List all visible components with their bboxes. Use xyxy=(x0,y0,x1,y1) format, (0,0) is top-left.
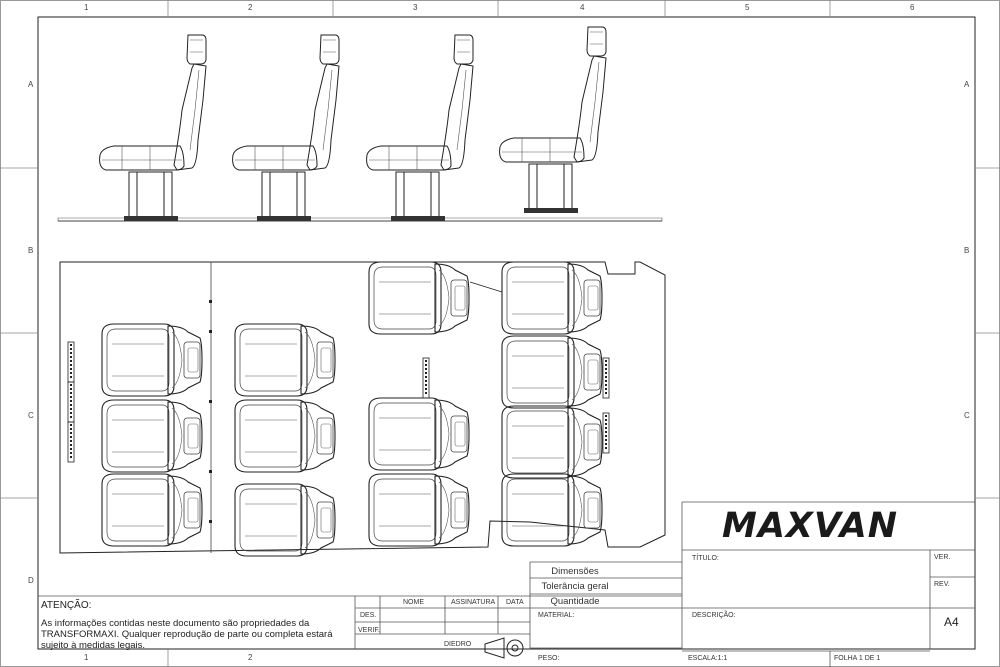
assinatura-header: ASSINATURA xyxy=(451,599,496,606)
zone-row-d: D xyxy=(28,576,34,585)
zone-row-c-right: C xyxy=(964,411,970,420)
zone-col-1-bottom: 1 xyxy=(84,653,89,662)
dimensoes-label: Dimensões xyxy=(551,566,599,577)
zone-row-b: B xyxy=(28,246,34,255)
data-header: DATA xyxy=(506,599,524,606)
zone-row-a-right: A xyxy=(964,80,970,89)
material-label: MATERIAL: xyxy=(538,612,575,619)
tolerancia-label: Tolerância geral xyxy=(541,581,609,592)
quantidade-label: Quantidade xyxy=(550,596,600,607)
maxvan-logo: MAXVAN xyxy=(722,506,898,546)
sheet-size: A4 xyxy=(944,615,959,629)
zone-col-2-bottom: 2 xyxy=(248,653,253,662)
rev-label: REV. xyxy=(934,581,950,588)
diedro-label: DIEDRO xyxy=(444,641,472,648)
zone-col-5: 5 xyxy=(745,3,750,12)
zone-col-4: 4 xyxy=(580,3,585,12)
folha-label: FOLHA 1 DE 1 xyxy=(834,655,881,662)
titulo-label: TÍTULO: xyxy=(692,555,719,562)
zone-col-1: 1 xyxy=(84,3,89,12)
descricao-label: DESCRIÇÃO: xyxy=(692,612,736,619)
projection-symbol xyxy=(484,637,524,659)
zone-row-b-right: B xyxy=(964,246,970,255)
notice-heading: ATENÇÃO: xyxy=(41,600,92,611)
zone-col-6: 6 xyxy=(910,3,915,12)
notice-line-1: As informações contidas neste documento … xyxy=(41,618,310,629)
zone-row-c: C xyxy=(28,411,34,420)
notice-line-3: sujeito à medidas legais. xyxy=(41,640,146,651)
notice-line-2: TRANSFORMAXI. Qualquer reprodução de par… xyxy=(41,629,333,640)
zone-row-a: A xyxy=(28,80,34,89)
zone-col-3: 3 xyxy=(413,3,418,12)
ver-label: VER. xyxy=(934,554,951,561)
logo-text: MAXVAN xyxy=(722,506,898,546)
escala-label: ESCALA:1:1 xyxy=(688,655,728,662)
des-label: DES. xyxy=(360,612,377,619)
verif-label: VERIF. xyxy=(358,627,380,634)
zone-col-2: 2 xyxy=(248,3,253,12)
peso-label: PESO: xyxy=(538,655,560,662)
nome-header: NOME xyxy=(403,599,424,606)
